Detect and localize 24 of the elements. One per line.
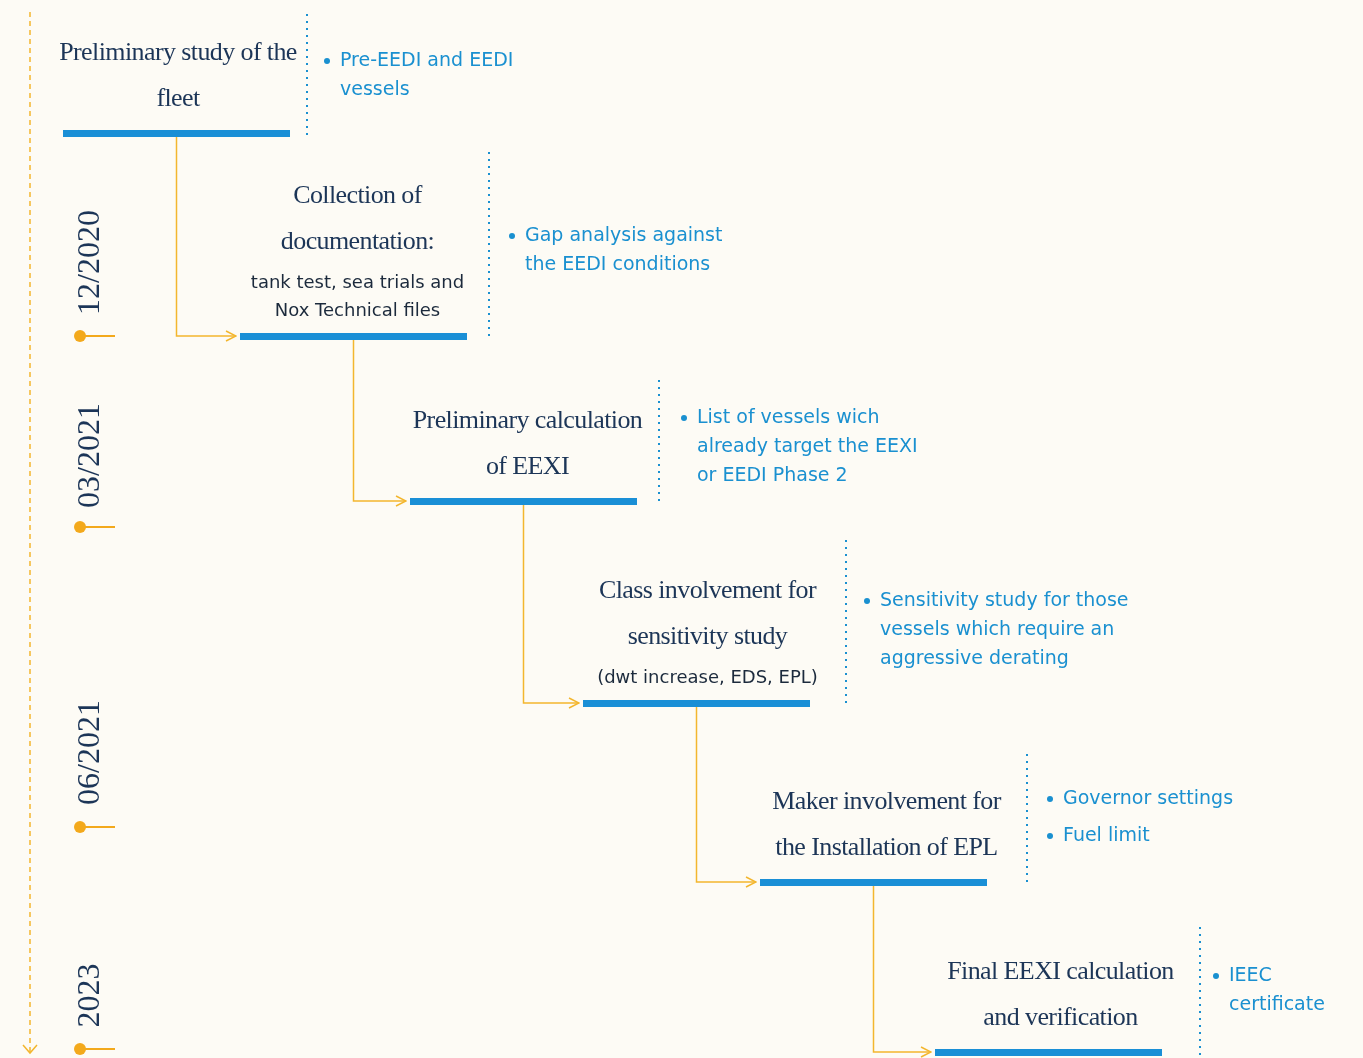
bullet-note: Sensitivity study for those vessels which require an aggressive derating xyxy=(880,587,1130,670)
step-description: tank test, sea trials and Nox Technical files xyxy=(249,270,466,322)
step-title: Maker involvement for the Installation of EPL xyxy=(771,785,1003,863)
arrow xyxy=(352,339,407,507)
step-title: Preliminary study of the fleet xyxy=(59,36,297,114)
bullet-note: List of vessels wich already target the EEXI or EEDI Phase 2 xyxy=(697,404,919,487)
step-title: Preliminary calculation of EEXI xyxy=(411,404,644,482)
step-title: Collection of documentation: xyxy=(279,179,436,257)
step-title: Final EEXI calculation and verification xyxy=(946,955,1175,1033)
bullet-note: Governor settings xyxy=(1063,785,1235,810)
bullet-note: Fuel limit xyxy=(1063,822,1151,847)
step-title: Class involvement for sensitivity study xyxy=(597,574,818,652)
bullet-note: Pre-EEDI and EEDI vessels xyxy=(340,47,515,101)
date-label: 03/2021 xyxy=(69,402,107,508)
arrow xyxy=(872,885,932,1058)
step-description: (dwt increase, EDS, EPL) xyxy=(597,665,818,689)
arrow xyxy=(695,706,757,888)
date-label: 12/2020 xyxy=(69,209,107,315)
date-label: 06/2021 xyxy=(69,699,107,805)
arrow xyxy=(522,504,580,709)
arrow xyxy=(175,136,237,342)
bullet-note: IEEC certificate xyxy=(1229,962,1326,1016)
date-label: 2023 xyxy=(69,963,107,1027)
bullet-note: Gap analysis against the EEDI conditions xyxy=(525,222,724,276)
